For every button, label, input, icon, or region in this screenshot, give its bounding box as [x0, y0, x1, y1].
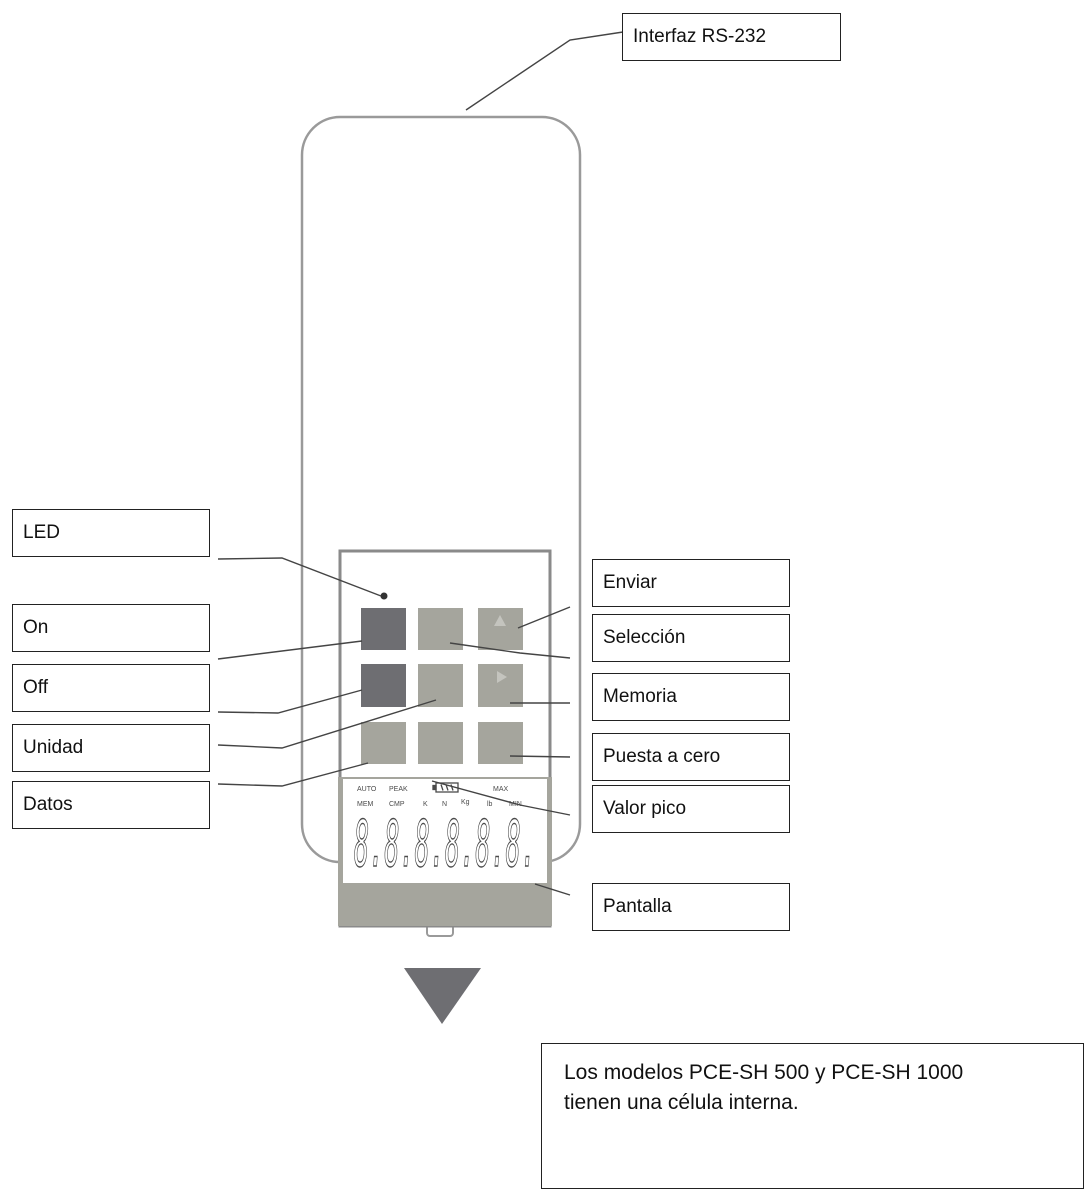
callout-interface: Interfaz RS-232: [622, 13, 841, 61]
lead-line-unit: [217, 699, 437, 749]
triangle-right-icon: [497, 671, 507, 683]
on-button[interactable]: [361, 608, 406, 650]
data-button[interactable]: [361, 722, 406, 764]
send-button[interactable]: [478, 608, 523, 650]
lead-line-selection: [449, 642, 571, 659]
unit-button[interactable]: [418, 664, 463, 707]
lcd-auto-label: AUTO: [357, 786, 377, 793]
callout-off: Off: [12, 664, 210, 712]
lead-line-data: [217, 762, 369, 787]
triangle-up-icon: [494, 615, 506, 626]
models-note: Los modelos PCE-SH 500 y PCE-SH 1000 tie…: [541, 1043, 1084, 1189]
lcd-k-label: K: [423, 801, 428, 808]
lcd-display: AUTO PEAK MAX MEM CMP K N Kg lb MIN 8.8.…: [338, 777, 552, 926]
lead-line-interface: [465, 31, 624, 111]
off-button[interactable]: [361, 664, 406, 707]
lcd-digits: 8.8.8.8.8.8.: [354, 808, 536, 882]
models-note-line-2: tienen una célula interna.: [564, 1091, 799, 1114]
lead-line-off: [217, 689, 363, 714]
lcd-n-label: N: [442, 801, 447, 808]
peak-value-button[interactable]: [418, 722, 463, 764]
led-indicator: [380, 592, 388, 600]
lead-line-led: [217, 557, 382, 597]
triangle-down-icon: [404, 968, 481, 1024]
callout-display: Pantalla: [592, 883, 790, 931]
memory-button[interactable]: [478, 664, 523, 707]
callout-memory: Memoria: [592, 673, 790, 721]
callout-peak-value: Valor pico: [592, 785, 790, 833]
lcd-mem-label: MEM: [357, 801, 374, 808]
lcd-peak-label: PEAK: [389, 786, 408, 793]
lead-line-send: [517, 606, 571, 629]
lcd-lb-label: lb: [487, 801, 493, 808]
lcd-cmp-label: CMP: [389, 801, 405, 808]
callout-data: Datos: [12, 781, 210, 829]
callout-selection: Selección: [592, 614, 790, 662]
callout-zero: Puesta a cero: [592, 733, 790, 781]
callout-led: LED: [12, 509, 210, 557]
selection-button[interactable]: [418, 608, 463, 650]
lcd-min-label: MIN: [509, 801, 522, 808]
lead-lines: [217, 31, 624, 896]
lead-line-zero: [509, 755, 571, 758]
models-note-line-1: Los modelos PCE-SH 500 y PCE-SH 1000: [564, 1061, 964, 1084]
lead-line-on: [217, 640, 363, 660]
callout-unit: Unidad: [12, 724, 210, 772]
zero-button[interactable]: [478, 722, 523, 764]
lead-line-peak-value: [431, 780, 571, 816]
lcd-kg-label: Kg: [461, 799, 470, 806]
lead-line-display: [534, 883, 571, 896]
callout-on: On: [12, 604, 210, 652]
callout-send: Enviar: [592, 559, 790, 607]
lcd-max-label: MAX: [493, 786, 509, 793]
